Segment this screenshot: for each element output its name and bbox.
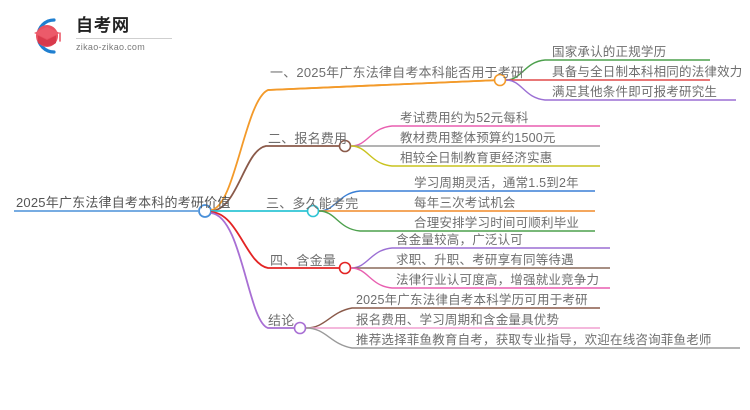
logo-wordmark: 自考网 zikao-zikao.com (76, 16, 176, 52)
leaf-label-4-2[interactable]: 求职、升职、考研享有同等待遇 (396, 253, 574, 267)
branch-label-4[interactable]: 四、含金量 (270, 253, 337, 268)
leaf-label-5-1[interactable]: 2025年广东法律自考本科学历可用于考研 (356, 293, 588, 307)
branch-connector-dot-5 (293, 321, 307, 335)
root-node-label[interactable]: 2025年广东法律自考本科的考研价值 (16, 195, 231, 210)
leaf-label-1-3[interactable]: 满足其他条件即可报考研究生 (552, 85, 718, 99)
graduation-cap-icon (24, 14, 68, 58)
leaf-label-1-2[interactable]: 具备与全日制本科相同的法律效力 (552, 65, 743, 79)
leaf-label-4-1[interactable]: 含金量较高，广泛认可 (396, 233, 524, 247)
leaf-label-3-1[interactable]: 学习周期灵活，通常1.5到2年 (414, 176, 579, 190)
leaf-label-5-2[interactable]: 报名费用、学习周期和含金量具优势 (356, 313, 560, 327)
branch-connector-dot-4 (338, 261, 352, 275)
leaf-label-2-2[interactable]: 教材费用整体预算约1500元 (400, 131, 556, 145)
leaf-label-1-1[interactable]: 国家承认的正规学历 (552, 45, 667, 59)
logo-name-en: zikao-zikao.com (76, 42, 146, 52)
branch-label-5[interactable]: 结论 (268, 313, 295, 328)
leaf-label-3-3[interactable]: 合理安排学习时间可顺利毕业 (414, 216, 580, 230)
logo-name-cn: 自考网 (76, 16, 172, 39)
branch-label-2[interactable]: 二、报名费用 (268, 131, 348, 146)
leaf-label-5-3[interactable]: 推荐选择菲鱼教育自考，获取专业指导，欢迎在线咨询菲鱼老师 (356, 333, 712, 347)
branch-label-3[interactable]: 三、多久能考完 (266, 196, 359, 211)
leaf-label-2-3[interactable]: 相较全日制教育更经济实惠 (400, 151, 553, 165)
leaf-label-3-2[interactable]: 每年三次考试机会 (414, 196, 516, 210)
leaf-label-4-3[interactable]: 法律行业认可度高，增强就业竞争力 (396, 273, 600, 287)
leaf-label-2-1[interactable]: 考试费用约为52元每科 (400, 111, 529, 125)
branch-underline-1 (267, 79, 501, 91)
branch-curve-5 (210, 212, 300, 329)
branch-curve-1 (210, 79, 501, 211)
site-logo: 自考网 zikao-zikao.com (24, 12, 174, 60)
branch-label-1[interactable]: 一、2025年广东法律自考本科能否用于考研 (270, 65, 525, 80)
